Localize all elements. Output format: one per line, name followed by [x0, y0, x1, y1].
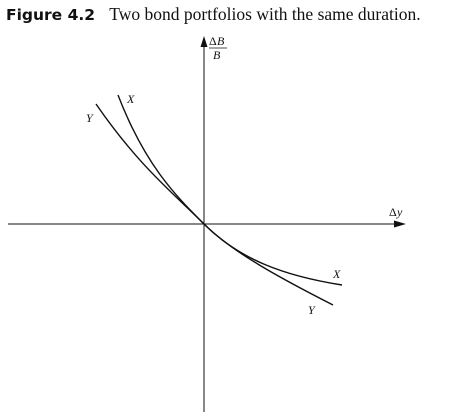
- vertical-axis-label: Δ B B: [209, 34, 227, 62]
- curve-y-label-bottom: Y: [308, 303, 316, 317]
- y-label-numerator: B: [217, 34, 225, 48]
- curve-x-label-bottom: X: [332, 267, 341, 281]
- figure-caption: Figure 4.2 Two bond portfolios with the …: [6, 4, 421, 25]
- curve-y: [95, 103, 334, 306]
- figure-number: Figure 4.2: [6, 6, 96, 24]
- figure-title: Two bond portfolios with the same durati…: [109, 4, 421, 24]
- vertical-axis-arrowhead: [200, 36, 208, 47]
- curve-x-label-top: X: [126, 92, 135, 106]
- curve-y-label-top: Y: [86, 111, 94, 125]
- horizontal-axis-label: Δ y: [389, 205, 403, 219]
- y-label-denominator: B: [213, 48, 221, 62]
- horizontal-axis-arrowhead: [394, 220, 406, 228]
- y-label-delta: Δ: [209, 34, 217, 48]
- x-label-var: y: [396, 205, 403, 219]
- x-label-delta: Δ: [389, 205, 397, 219]
- curve-x: [117, 94, 343, 286]
